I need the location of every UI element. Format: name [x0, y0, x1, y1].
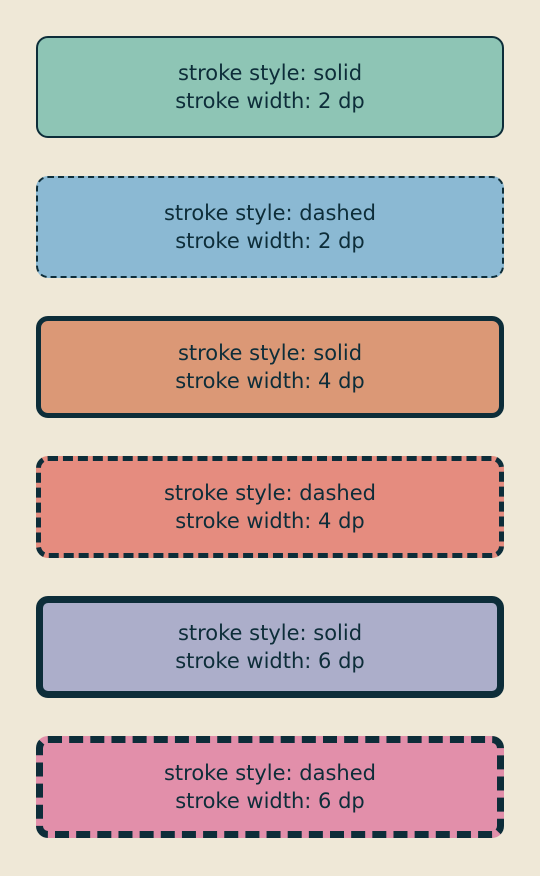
stroke-style-label: stroke style: dashed [163, 761, 376, 785]
stroke-style-label: stroke style: dashed [163, 201, 376, 225]
stroke-width-label: stroke width: 6 dp [175, 789, 365, 813]
stroke-sample-solid-6dp: stroke style: solid stroke width: 6 dp [36, 596, 504, 698]
stroke-width-label: stroke width: 4 dp [175, 509, 365, 533]
stroke-width-label: stroke width: 2 dp [175, 89, 365, 113]
stroke-style-label: stroke style: solid [177, 341, 363, 365]
stroke-sample-dashed-6dp: stroke style: dashed stroke width: 6 dp [36, 736, 504, 838]
stroke-sample-dashed-4dp: stroke style: dashed stroke width: 4 dp [36, 456, 504, 558]
stroke-width-label: stroke width: 2 dp [175, 229, 365, 253]
stroke-sample-solid-4dp: stroke style: solid stroke width: 4 dp [36, 316, 504, 418]
stroke-sample-dashed-2dp: stroke style: dashed stroke width: 2 dp [36, 176, 504, 278]
stroke-sample-solid-2dp: stroke style: solid stroke width: 2 dp [36, 36, 504, 138]
stroke-style-label: stroke style: solid [177, 61, 363, 85]
stroke-width-label: stroke width: 4 dp [175, 369, 365, 393]
stroke-width-label: stroke width: 6 dp [175, 649, 365, 673]
stroke-style-label: stroke style: solid [177, 621, 363, 645]
stroke-style-label: stroke style: dashed [163, 481, 376, 505]
